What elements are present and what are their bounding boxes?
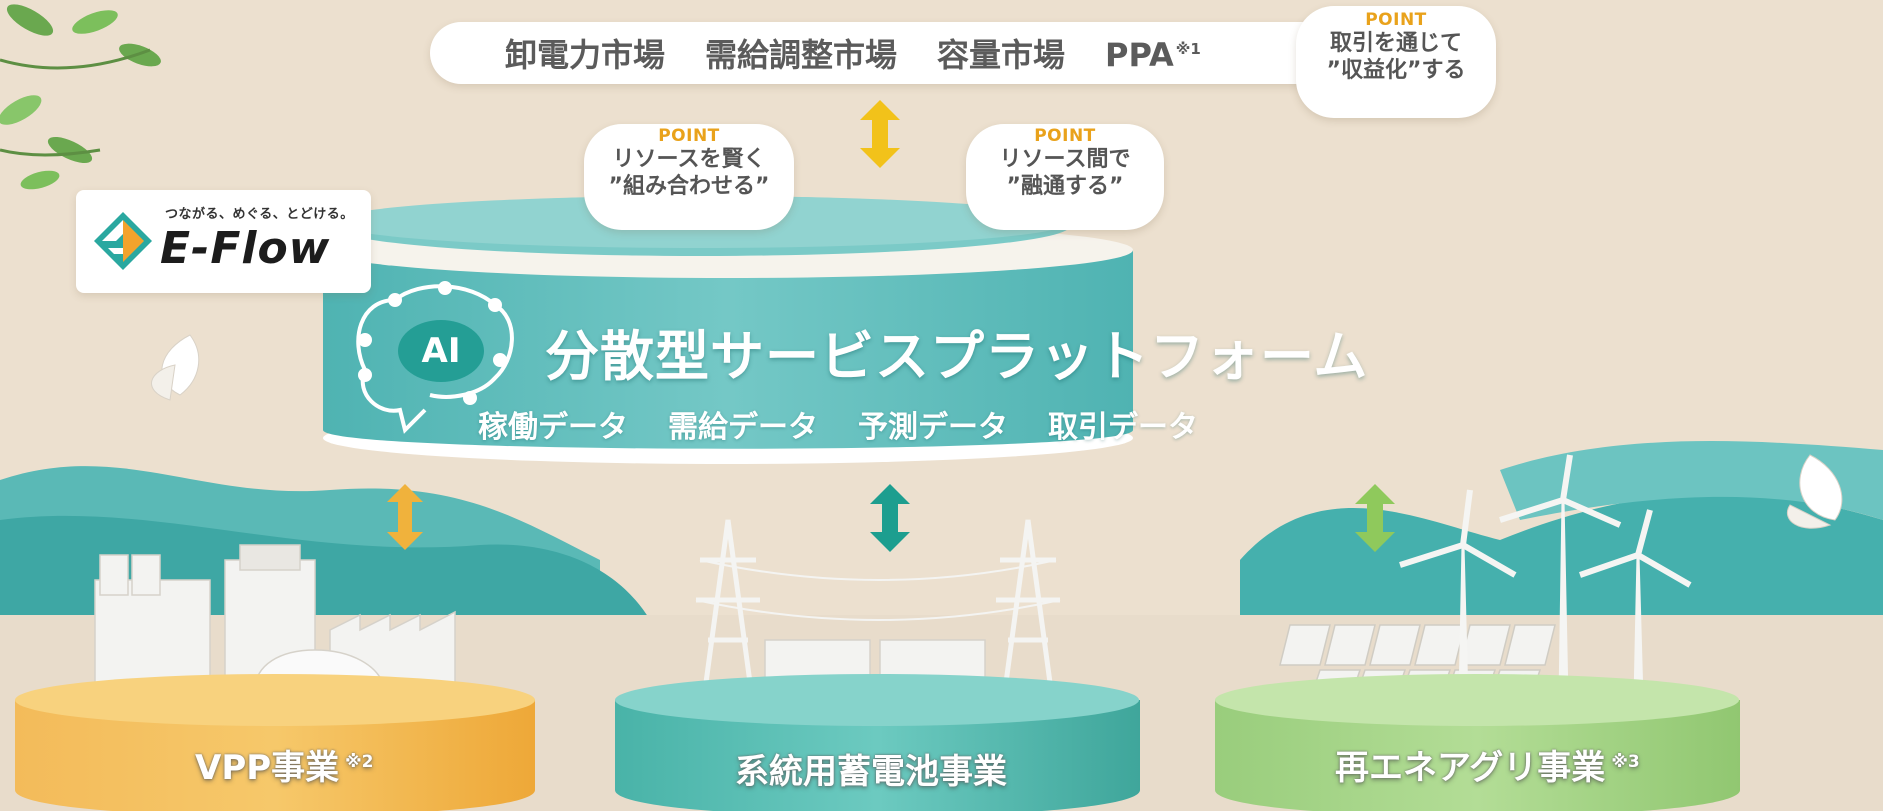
market-pill bbox=[430, 22, 1335, 84]
point-combine-line1: リソースを賢く bbox=[612, 146, 766, 172]
arrow-agri-platform-icon bbox=[1355, 484, 1395, 552]
ai-brain-network-icon bbox=[356, 281, 514, 434]
vpp-footnote: ※2 bbox=[345, 751, 374, 772]
agri-business-text: 再エネアグリ事業 bbox=[1335, 748, 1606, 788]
point-label: POINT bbox=[1034, 126, 1096, 146]
ppa-footnote: ※1 bbox=[1175, 40, 1201, 59]
point-exchange-bubble: POINT リソース間で ”融通する” bbox=[966, 124, 1164, 230]
arrow-market-platform-icon bbox=[860, 100, 900, 168]
point-exchange-line1: リソース間で bbox=[999, 146, 1131, 172]
data-item-operation: 稼働データ bbox=[478, 410, 628, 445]
point-combine-bubble: POINT リソースを賢く ”組み合わせる” bbox=[584, 124, 794, 230]
market-item-capacity: 容量市場 bbox=[937, 36, 1066, 74]
butterfly-right-icon bbox=[1787, 454, 1843, 529]
battery-cylinder bbox=[615, 674, 1140, 811]
agri-business-label: 再エネアグリ事業※3 bbox=[1335, 740, 1640, 789]
logo-tagline: つながる、めぐる、とどける。 bbox=[165, 207, 354, 222]
arrow-vpp-platform-icon bbox=[387, 484, 423, 550]
leaves-decoration bbox=[0, 4, 161, 190]
point-label: POINT bbox=[1365, 10, 1427, 30]
ppa-label: PPA bbox=[1105, 36, 1174, 74]
agri-footnote: ※3 bbox=[1611, 751, 1640, 772]
platform-data-list: 稼働データ 需給データ 予測データ 取引データ bbox=[478, 402, 1198, 446]
market-item-ppa: PPA※1 bbox=[1105, 36, 1201, 74]
point-monetize-line1: 取引を通じて bbox=[1329, 30, 1462, 56]
data-item-forecast: 予測データ bbox=[858, 410, 1008, 445]
battery-business-text: 系統用蓄電池事業 bbox=[735, 752, 1007, 792]
arrow-battery-platform-icon bbox=[870, 484, 910, 552]
data-item-trade: 取引データ bbox=[1048, 410, 1198, 445]
battery-business-label: 系統用蓄電池事業 bbox=[735, 744, 1007, 793]
market-item-wholesale: 卸電力市場 bbox=[505, 36, 666, 74]
market-item-balancing: 需給調整市場 bbox=[705, 36, 898, 74]
data-item-supply-demand: 需給データ bbox=[668, 410, 818, 445]
transmission-tower-icon bbox=[695, 519, 1061, 691]
ai-badge: AI bbox=[398, 320, 484, 382]
point-label: POINT bbox=[658, 126, 720, 146]
agri-cylinder bbox=[1215, 674, 1740, 811]
platform-title: 分散型サービスプラットフォーム bbox=[545, 325, 1369, 388]
vpp-buildings-icon bbox=[94, 544, 456, 704]
market-list: 卸電力市場 需給調整市場 容量市場 PPA※1 bbox=[505, 30, 1201, 76]
logo-name: E-Flow bbox=[160, 223, 331, 274]
point-monetize-bubble: POINT 取引を通じて ”収益化”する bbox=[1296, 6, 1496, 118]
platform-cylinder bbox=[323, 196, 1133, 464]
point-exchange-line2: ”融通する” bbox=[1006, 173, 1124, 199]
butterfly-left-icon bbox=[151, 334, 200, 401]
point-combine-line2: ”組み合わせる” bbox=[608, 173, 770, 199]
vpp-cylinder bbox=[15, 674, 535, 811]
vpp-business-text: VPP事業 bbox=[195, 748, 340, 788]
point-monetize-line2: ”収益化”する bbox=[1326, 57, 1466, 83]
vpp-business-label: VPP事業※2 bbox=[195, 740, 374, 789]
e-flow-logo-icon bbox=[94, 212, 152, 270]
